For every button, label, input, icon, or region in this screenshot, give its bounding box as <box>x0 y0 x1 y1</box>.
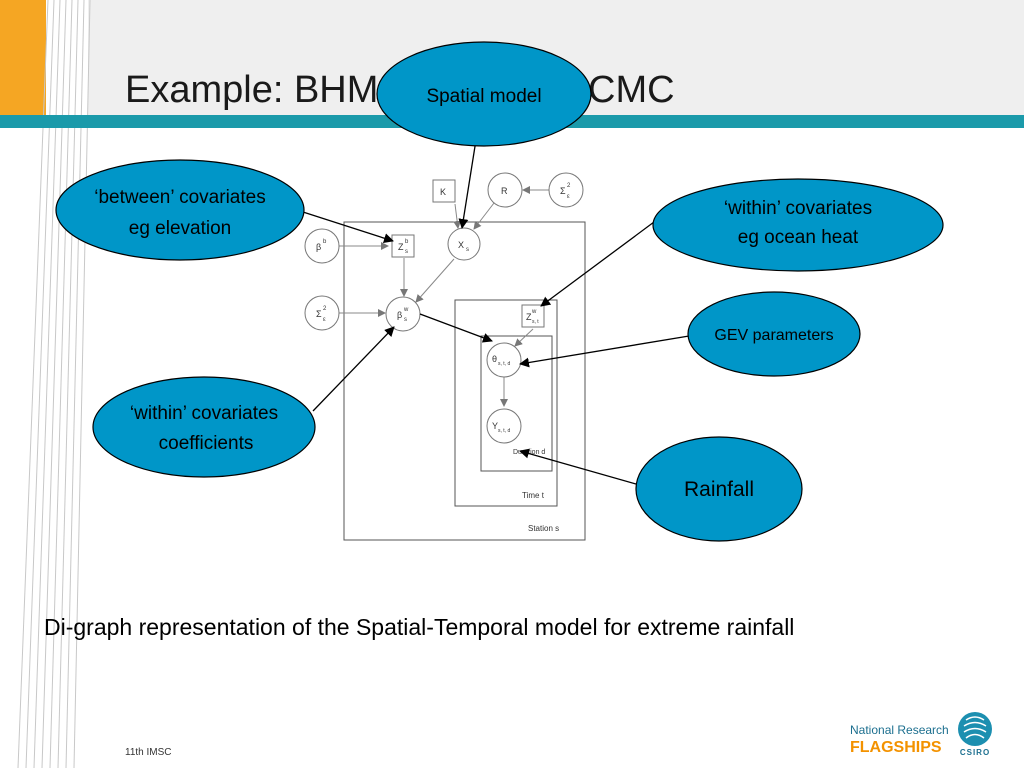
svg-text:s: s <box>404 317 407 323</box>
svg-text:eg ocean heat: eg ocean heat <box>738 227 859 248</box>
svg-text:coefficients: coefficients <box>159 433 254 454</box>
svg-text:ε: ε <box>567 194 570 200</box>
footer-text: 11th IMSC <box>125 747 172 758</box>
svg-text:β: β <box>316 242 321 252</box>
svg-text:s: s <box>466 247 469 253</box>
svg-text:‘between’ covariates: ‘between’ covariates <box>94 187 265 208</box>
callout-rainfall: Rainfall <box>635 436 803 542</box>
svg-text:s, t, d: s, t, d <box>498 428 510 434</box>
svg-text:Y: Y <box>492 421 498 431</box>
svg-text:2: 2 <box>323 306 327 312</box>
slide-title: Example: BHM <box>125 69 378 111</box>
svg-text:Z: Z <box>526 312 532 322</box>
svg-text:Spatial model: Spatial model <box>426 86 541 107</box>
graph-edges <box>339 186 549 407</box>
node-beta-b: β b <box>304 228 340 264</box>
plate-station-label: Station s <box>528 524 559 533</box>
callout-spatial-model: Spatial model <box>376 41 592 147</box>
node-K: K <box>432 179 456 203</box>
svg-text:‘within’ covariates: ‘within’ covariates <box>130 403 278 424</box>
callout-arrows <box>302 139 690 485</box>
callout-between-covariates: ‘between’ covariates eg elevation <box>55 159 305 261</box>
svg-text:Σ: Σ <box>560 186 566 196</box>
svg-text:Rainfall: Rainfall <box>684 478 754 501</box>
svg-text:GEV parameters: GEV parameters <box>714 327 833 344</box>
callout-gev-parameters: GEV parameters <box>687 291 861 377</box>
svg-text:s, t, d: s, t, d <box>498 361 510 367</box>
node-R: R <box>487 172 523 208</box>
svg-text:β: β <box>397 310 402 320</box>
callout-within-coefficients: ‘within’ covariates coefficients <box>92 376 316 478</box>
logo-line2: FLAGSHIPS <box>850 739 942 756</box>
svg-text:‘within’ covariates: ‘within’ covariates <box>724 198 872 219</box>
logo: National Research FLAGSHIPS CSIRO <box>850 712 992 757</box>
csiro-emblem-icon <box>958 712 992 746</box>
svg-text:s, t: s, t <box>532 319 539 325</box>
svg-text:R: R <box>501 186 508 196</box>
svg-text:s: s <box>405 249 408 255</box>
logo-line3: CSIRO <box>960 748 990 757</box>
svg-text:Z: Z <box>398 242 404 252</box>
svg-text:θ: θ <box>492 354 497 364</box>
logo-line1: National Research <box>850 723 949 737</box>
plate-time-label: Time t <box>522 491 545 500</box>
node-theta: θ s, t, d <box>486 342 522 378</box>
svg-text:Σ: Σ <box>316 309 322 319</box>
svg-text:b: b <box>405 239 409 245</box>
plate-time: Time t <box>454 299 558 507</box>
node-Z-w: Z w s, t <box>521 304 545 328</box>
node-X-s: X s <box>447 227 481 261</box>
node-Z-b: Z b s <box>391 234 415 258</box>
node-beta-w: β w s <box>385 296 421 332</box>
plate-duration-label: Duration d <box>513 449 545 456</box>
diagram-caption: Di-graph representation of the Spatial-T… <box>44 614 794 640</box>
svg-text:w: w <box>403 307 409 313</box>
plate-station: Station s <box>343 221 586 541</box>
svg-text:ε: ε <box>323 317 326 323</box>
svg-text:b: b <box>323 239 327 245</box>
svg-text:X: X <box>458 240 464 250</box>
svg-text:eg elevation: eg elevation <box>129 218 231 239</box>
svg-text:2: 2 <box>567 183 571 189</box>
node-Y: Y s, t, d <box>486 408 522 444</box>
callout-within-ocean-heat: ‘within’ covariates eg ocean heat <box>652 178 944 272</box>
slide-title-tail: CMC <box>588 69 675 111</box>
svg-text:w: w <box>531 309 537 315</box>
node-sigma-eps: Σ 2 ε <box>548 172 584 208</box>
svg-text:K: K <box>440 187 446 197</box>
node-sigma-beta: Σ 2 ε <box>304 295 340 331</box>
